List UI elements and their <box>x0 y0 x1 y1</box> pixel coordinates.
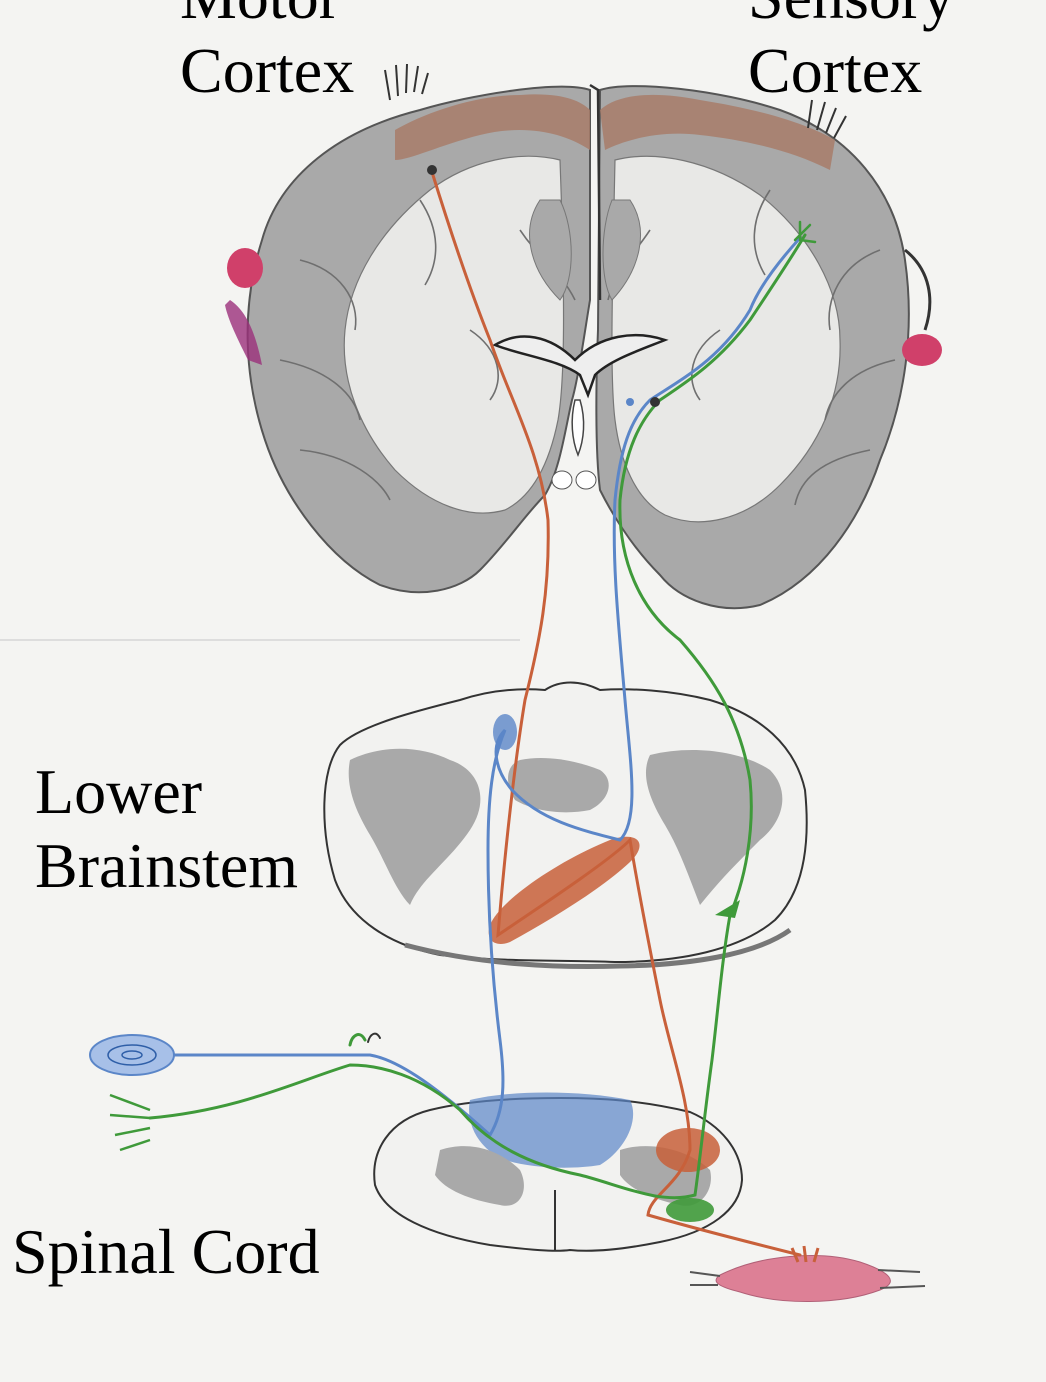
sensory-cortex-label-line1: Sensory <box>748 0 954 34</box>
lower-brainstem-label: Lower Brainstem <box>35 755 298 903</box>
motor-cortex-label: Motor Cortex <box>180 0 354 108</box>
thalamic-node-right <box>576 471 596 489</box>
spinal-cord-label: Spinal Cord <box>12 1215 320 1289</box>
muscle-fiber <box>716 1256 890 1302</box>
thalamic-node-left <box>552 471 572 489</box>
motor-cortex-label-line1: Motor <box>180 0 354 34</box>
sensory-cortex-label: Sensory Cortex <box>748 0 954 108</box>
dorsal-root-ganglion <box>350 1035 365 1045</box>
upper-motor-neuron-soma <box>427 165 437 175</box>
third-ventricle <box>572 400 583 455</box>
sensory-homunculus-lips <box>902 334 942 366</box>
thalamic-relay-soma <box>650 397 660 407</box>
longitudinal-fissure <box>590 85 600 300</box>
motor-homunculus-lips <box>227 248 263 288</box>
motor-cortex-label-line2: Cortex <box>180 34 354 108</box>
dorsal-horn-green-nucleus <box>666 1198 714 1222</box>
pacinian-corpuscle <box>90 1035 174 1075</box>
free-nerve-endings <box>110 1095 150 1150</box>
motor-homunculus-hand <box>385 64 428 100</box>
lower-brainstem-label-line2: Brainstem <box>35 829 298 903</box>
brain-coronal-section <box>225 64 942 608</box>
sensory-cortex-label-line2: Cortex <box>748 34 954 108</box>
lower-brainstem-label-line1: Lower <box>35 755 298 829</box>
